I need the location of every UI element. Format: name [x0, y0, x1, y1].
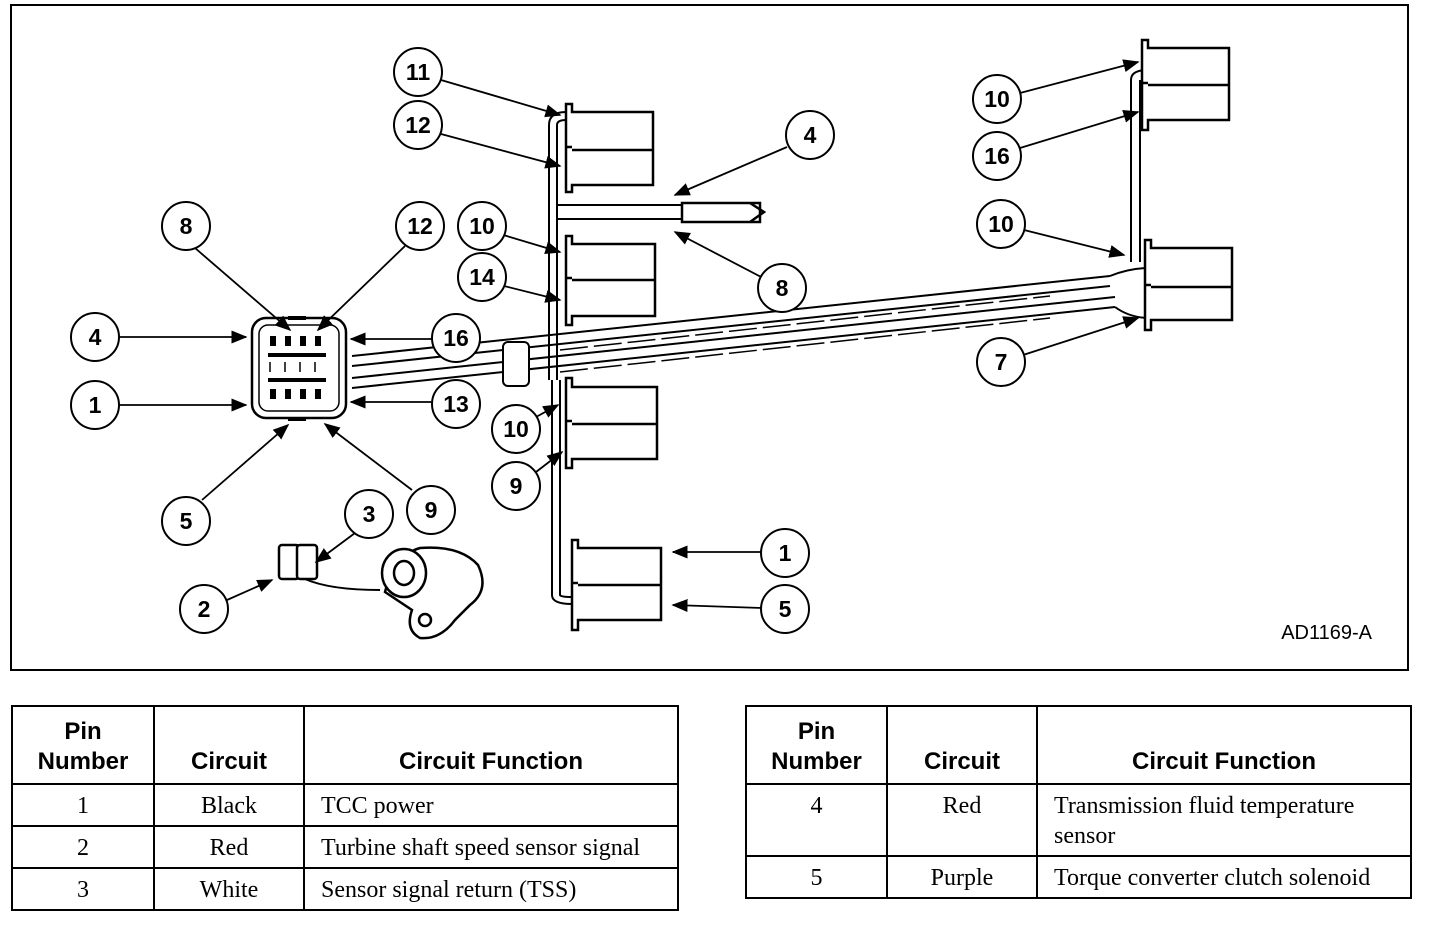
callout-10: 10 [457, 201, 507, 251]
circuit-color: Black [153, 783, 305, 827]
svg-text:9: 9 [510, 473, 523, 499]
circuit-function: Torque converter clutch solenoid [1036, 855, 1412, 899]
svg-text:12: 12 [405, 112, 431, 138]
callout-1: 1 [70, 380, 120, 430]
pin-table-left: Pin Number Circuit Circuit Function 1 Bl… [11, 705, 679, 911]
header-circuit: Circuit [886, 705, 1038, 785]
svg-text:14: 14 [469, 264, 495, 290]
svg-text:4: 4 [89, 324, 102, 350]
svg-text:10: 10 [988, 211, 1014, 237]
pin-number: 1 [11, 783, 155, 827]
svg-text:1: 1 [779, 540, 792, 566]
svg-text:3: 3 [363, 501, 376, 527]
callout-14: 14 [457, 252, 507, 302]
svg-text:9: 9 [425, 497, 438, 523]
callout-16: 16 [431, 313, 481, 363]
table-row: 1 Black TCC power [11, 783, 679, 827]
circuit-color: White [153, 867, 305, 911]
callout-1: 1 [760, 528, 810, 578]
harness-wires [351, 69, 1151, 605]
harness-clip [502, 341, 530, 387]
connector-1-5 [570, 538, 663, 632]
callout-2: 2 [179, 584, 229, 634]
turbine-shaft-speed-sensor [277, 543, 484, 640]
header-pin-number: Pin Number [745, 705, 888, 785]
table-row: 2 Red Turbine shaft speed sensor signal [11, 825, 679, 869]
header-circuit-function: Circuit Function [303, 705, 679, 785]
callout-11: 11 [393, 47, 443, 97]
connector-10-9 [564, 376, 659, 470]
callout-7: 7 [976, 337, 1026, 387]
svg-text:13: 13 [443, 391, 469, 417]
circuit-function: Transmission fluid temperature sensor [1036, 783, 1412, 857]
callout-5: 5 [161, 496, 211, 546]
wiring-harness-diagram: 11 12 4 10 14 8 8 12 4 16 1 13 5 9 3 2 1… [10, 4, 1409, 671]
header-circuit: Circuit [153, 705, 305, 785]
pin-number: 2 [11, 825, 155, 869]
svg-text:10: 10 [469, 213, 495, 239]
callout-8: 8 [757, 263, 807, 313]
callout-10: 10 [972, 74, 1022, 124]
svg-text:1: 1 [89, 392, 102, 418]
callout-3: 3 [344, 489, 394, 539]
circuit-color: Purple [886, 855, 1038, 899]
table-row: 4 Red Transmission fluid temperature sen… [745, 783, 1412, 857]
svg-text:2: 2 [198, 596, 211, 622]
svg-text:8: 8 [180, 213, 193, 239]
svg-text:10: 10 [984, 86, 1010, 112]
svg-text:7: 7 [995, 349, 1008, 375]
callout-4: 4 [70, 312, 120, 362]
callout-4: 4 [785, 110, 835, 160]
svg-text:10: 10 [503, 416, 529, 442]
pin-number: 4 [745, 783, 888, 857]
figure-reference-code: AD1169-A [1281, 622, 1372, 644]
connector-10-7-right [1143, 238, 1234, 332]
callout-10: 10 [491, 404, 541, 454]
table-row: 3 White Sensor signal return (TSS) [11, 867, 679, 911]
circuit-function: TCC power [303, 783, 679, 827]
circuit-color: Red [153, 825, 305, 869]
pin-number: 3 [11, 867, 155, 911]
svg-text:5: 5 [180, 508, 193, 534]
svg-text:4: 4 [804, 122, 817, 148]
callout-13: 13 [431, 379, 481, 429]
pin-table-right: Pin Number Circuit Circuit Function 4 Re… [745, 705, 1412, 899]
svg-text:5: 5 [779, 596, 792, 622]
callout-12: 12 [393, 100, 443, 150]
callout-9: 9 [491, 461, 541, 511]
callout-leaders [118, 59, 1140, 612]
main-16-pin-connector [250, 316, 348, 421]
header-circuit-function: Circuit Function [1036, 705, 1412, 785]
circuit-color: Red [886, 783, 1038, 857]
callout-9: 9 [406, 485, 456, 535]
connector-10-16-top-right [1140, 38, 1231, 132]
svg-text:8: 8 [776, 275, 789, 301]
svg-text:11: 11 [406, 59, 431, 85]
connector-10-14 [564, 234, 657, 327]
circuit-function: Turbine shaft speed sensor signal [303, 825, 679, 869]
pin-number: 5 [745, 855, 888, 899]
table-row: 5 Purple Torque converter clutch solenoi… [745, 855, 1412, 899]
wire-end-terminal [680, 201, 767, 224]
svg-text:16: 16 [984, 143, 1010, 169]
header-pin-number: Pin Number [11, 705, 155, 785]
callout-16: 16 [972, 131, 1022, 181]
svg-text:16: 16 [443, 325, 469, 351]
connector-11-12 [564, 102, 655, 194]
callout-5: 5 [760, 584, 810, 634]
callout-8: 8 [161, 201, 211, 251]
svg-text:12: 12 [407, 213, 433, 239]
callout-12: 12 [395, 201, 445, 251]
circuit-function: Sensor signal return (TSS) [303, 867, 679, 911]
callout-10: 10 [976, 199, 1026, 249]
